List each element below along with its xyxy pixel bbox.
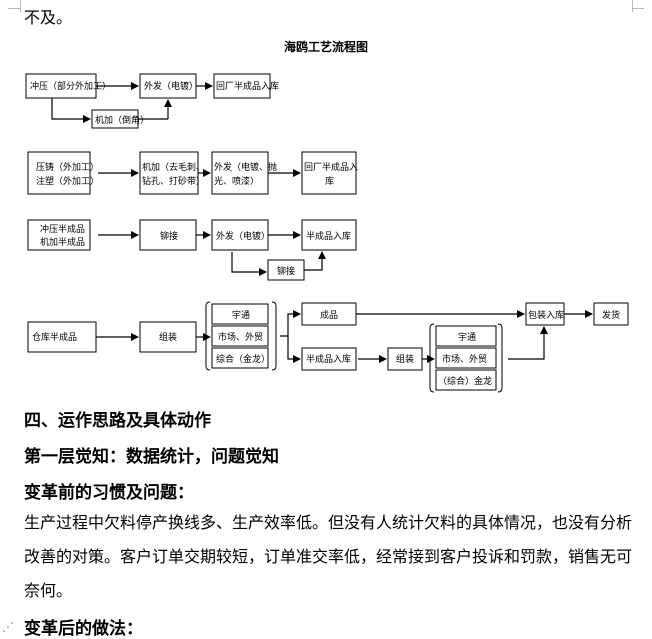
label-return-store: 回厂半成品入库 xyxy=(216,80,279,92)
label-assembly: 组装 xyxy=(159,331,177,343)
label-store: 半成品入库 xyxy=(306,230,351,242)
label-out-2: 光、喷漆） xyxy=(214,175,259,187)
page-corner-mark xyxy=(20,0,21,12)
page-corner-mark xyxy=(8,8,20,9)
flow-box-ship xyxy=(593,302,629,326)
flow-box-return-store xyxy=(213,73,271,99)
flow-box-semi-store-2 xyxy=(301,347,357,371)
flow-box-assembly xyxy=(139,321,197,353)
label-outsource-3: 外发（电镀） xyxy=(216,230,270,242)
before-paragraph: 生产过程中欠料停产换线多、生产效率低。但没有人统计欠料的具体情况，也没有分析改善… xyxy=(24,513,633,600)
flow-box-outsource-3 xyxy=(211,219,269,251)
flow-box-customer-market xyxy=(211,325,269,347)
process-flow-diagram: 冲压（部分外加工） 外发（电镀） 回厂半成品入库 机加（倒角） 压铸（外加工） … xyxy=(25,73,629,393)
flow-box-riveting xyxy=(139,219,197,251)
flow-box-d-jinlong xyxy=(435,369,497,391)
flow-box-warehouse-semi xyxy=(27,321,97,353)
label-warehouse: 仓库半成品 xyxy=(32,331,77,343)
label-die-cast-2: 注塑（外加工） xyxy=(36,175,99,187)
label-c3: 综合（金龙） xyxy=(216,353,270,365)
label-weld-2: 铆接 xyxy=(277,265,295,277)
paragraph-tail: 不及。 xyxy=(24,8,73,27)
label-out-1: 外发（电镀、抛 xyxy=(214,161,277,173)
flow-box-outsource-plating xyxy=(211,151,269,195)
label-outsource: 外发（电镀） xyxy=(144,80,198,92)
page-corner-mark xyxy=(632,8,644,9)
before-heading: 变革前的习惯及问题： xyxy=(24,483,194,503)
label-src-2: 机加半成品 xyxy=(40,236,85,248)
flow-box-return-store-2 xyxy=(301,151,357,195)
flow-chart-title: 海鸥工艺流程图 xyxy=(283,40,368,54)
section-heading: 四、运作思路及具体动作 xyxy=(24,411,211,431)
label-ship: 发货 xyxy=(602,309,620,321)
label-finished: 成品 xyxy=(320,309,338,321)
label-src-1: 冲压半成品 xyxy=(40,223,85,235)
flow-box-d-market xyxy=(435,347,497,369)
label-mach-1: 机加（去毛刺、 xyxy=(142,161,205,173)
flow-box-semi-store xyxy=(301,219,357,251)
label-mach-2: 钻孔、打砂带） xyxy=(142,175,205,187)
label-d2: 市场、外贸 xyxy=(442,353,487,365)
label-assembly-2: 组装 xyxy=(396,353,414,365)
label-d1: 宇通 xyxy=(458,331,476,343)
resize-handle-icon[interactable]: ⋰ xyxy=(2,620,14,634)
label-c1: 宇通 xyxy=(232,309,250,321)
flow-box-semi-sources xyxy=(27,219,91,251)
flow-box-customer-jinlong xyxy=(211,347,269,369)
page-corner-mark xyxy=(632,0,633,12)
label-c2: 市场、外贸 xyxy=(218,331,263,343)
label-ret-1: 回厂半成品入 xyxy=(304,161,358,173)
flow-box-stamping xyxy=(25,73,97,99)
flow-box-d-yutong xyxy=(435,325,497,347)
label-semi-store-2: 半成品入库 xyxy=(306,353,351,365)
label-machining: 机加（倒角） xyxy=(95,114,149,126)
label-d3: （综合）金龙 xyxy=(438,375,492,387)
after-heading: 变革后的做法： xyxy=(24,619,143,639)
flow-box-die-cast xyxy=(27,151,91,195)
flow-box-customer-yutong xyxy=(211,303,269,325)
label-pack: 包装入库 xyxy=(528,309,564,321)
label-weld: 铆接 xyxy=(160,230,178,242)
label-die-cast-1: 压铸（外加工） xyxy=(36,161,99,173)
subsection-heading: 第一层觉知：数据统计，问题觉知 xyxy=(24,447,279,467)
label-ret-2: 库 xyxy=(325,175,334,187)
flow-box-machining-deburr xyxy=(139,151,199,195)
label-stamping: 冲压（部分外加工） xyxy=(30,80,111,92)
